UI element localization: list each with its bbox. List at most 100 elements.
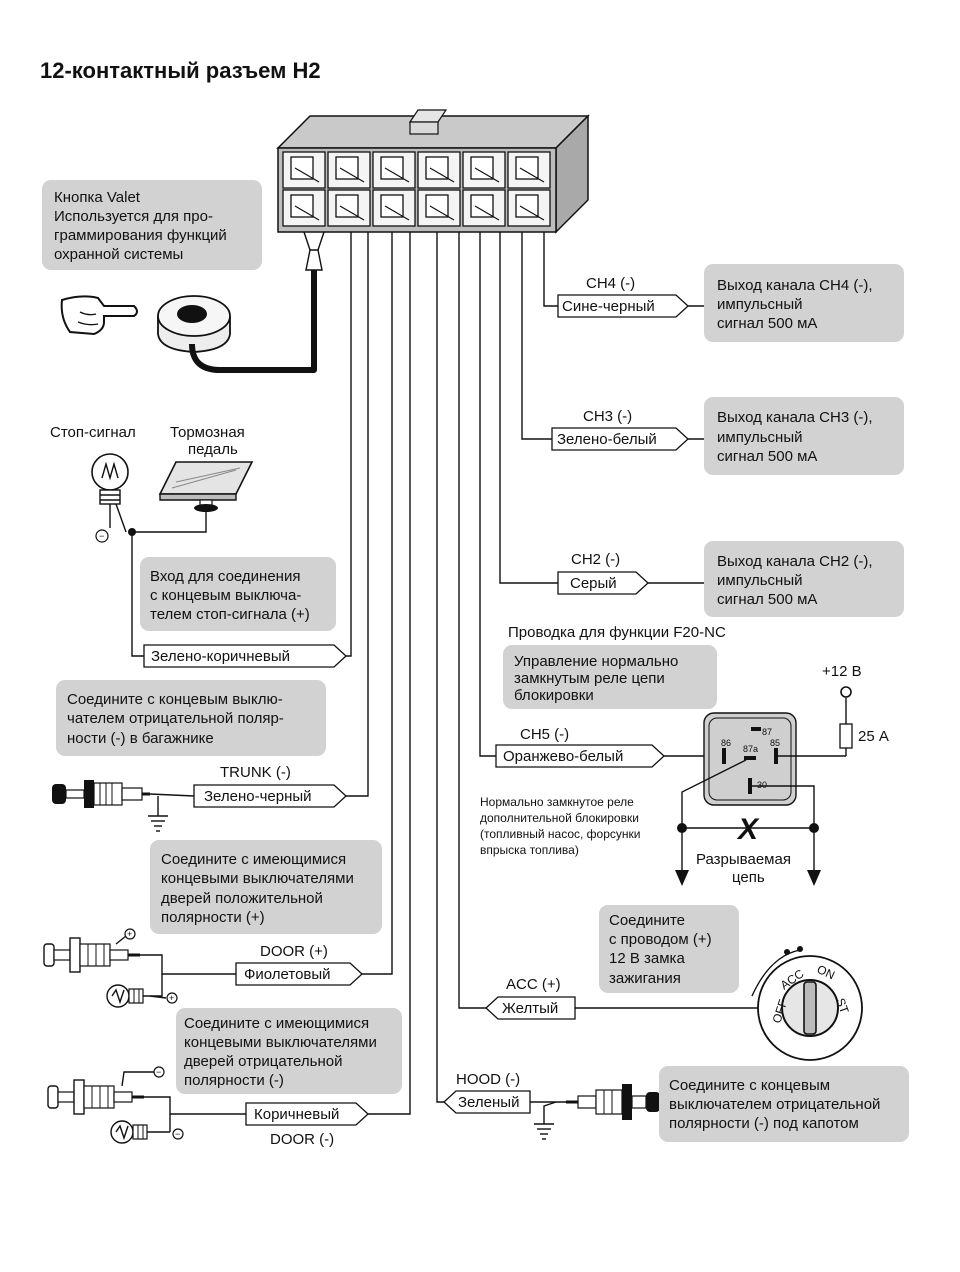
- relay-note-line: (топливный насос, форсунки: [480, 827, 640, 841]
- acc-desc-line: с проводом (+): [609, 931, 712, 948]
- door-pos-desc-line: дверей положительной: [161, 890, 323, 907]
- connector-pin-socket: [470, 194, 494, 218]
- ch2-channel-label: CH2 (-): [571, 551, 620, 568]
- f20-desc-line: Управление нормально: [514, 653, 678, 670]
- connector-pin-latch: [294, 167, 320, 183]
- door-switch-icon: +: [43, 928, 140, 973]
- relay-pin-label: 30: [757, 780, 767, 790]
- door-neg-desc-line: дверей отрицательной: [184, 1053, 342, 1070]
- fuse-icon: [839, 686, 853, 756]
- trunk-section: Соедините с концевым выклю- чателем отри…: [52, 680, 347, 832]
- valet-line: охранной системы: [54, 246, 183, 263]
- output-ch4: CH4 (-) Сине-черный Выход канала CH4 (-)…: [557, 264, 904, 342]
- connector-pin-socket: [380, 156, 404, 180]
- connector-pin-socket: [335, 156, 359, 180]
- acc-desc-line: Соедините: [609, 912, 685, 929]
- ch3-desc-line: импульсный: [717, 429, 803, 446]
- trunk-wire-label: Зелено-черный: [204, 788, 312, 805]
- connector-pin-socket: [290, 156, 314, 180]
- trunk-switch-icon: [52, 780, 195, 808]
- f20-heading: Проводка для функции F20-NC: [508, 624, 726, 641]
- trunk-desc-line: ности (-) в багажнике: [67, 730, 214, 747]
- acc-desc-line: 12 В замка: [609, 950, 685, 967]
- relay-note-line: дополнительной блокировки: [480, 811, 639, 825]
- connector-pin-latch: [474, 167, 500, 183]
- trunk-desc-line: чателем отрицательной поляр-: [67, 710, 284, 727]
- door-pos-channel-label: DOOR (+): [260, 943, 328, 960]
- minus-symbol: −: [175, 1129, 180, 1139]
- connector-pin-socket: [425, 156, 449, 180]
- door-negative-section: Соедините с имеющимися концевыми выключа…: [47, 1008, 402, 1148]
- brake-section: Стоп-сигнал Тормозная педаль − Вход для: [50, 424, 347, 668]
- hood-desc-line: полярности (-) под капотом: [669, 1115, 859, 1132]
- break-mark: X: [736, 813, 760, 846]
- acc-channel-label: ACC (+): [506, 976, 561, 993]
- door-positive-section: Соедините с имеющимися концевыми выключа…: [43, 840, 382, 1008]
- door-neg-wire-label: Коричневый: [254, 1106, 339, 1123]
- acc-desc-line: зажигания: [609, 970, 681, 987]
- door-neg-desc-line: полярности (-): [184, 1072, 284, 1089]
- connector-pin-socket: [290, 194, 314, 218]
- brake-pedal-icon: [132, 461, 254, 533]
- valet-callout: Кнопка Valet Используется для про- грамм…: [42, 180, 262, 270]
- ch4-wire-label: Сине-черный: [562, 298, 655, 315]
- relay-pin-label: 86: [721, 738, 731, 748]
- connector-pin-latch: [519, 205, 545, 221]
- ch3-desc-line: Выход канала CH3 (-),: [717, 409, 873, 426]
- plus-symbol: +: [169, 993, 174, 1003]
- pointing-hand-icon: [60, 295, 138, 336]
- ch2-desc-line: Выход канала CH2 (-),: [717, 553, 873, 570]
- ch3-wire-label: Зелено-белый: [557, 431, 657, 448]
- pedal-label: Тормозная: [170, 424, 245, 441]
- hood-desc-line: Соедините с концевым: [669, 1077, 830, 1094]
- trunk-desc-line: Соедините с концевым выклю-: [67, 691, 283, 708]
- brake-desc-line: Вход для соединения: [150, 568, 300, 585]
- connector-pin-latch: [294, 205, 320, 221]
- connector-pin-socket: [470, 156, 494, 180]
- minus-symbol: −: [156, 1067, 161, 1077]
- ch4-desc-line: Выход канала CH4 (-),: [717, 277, 873, 294]
- connector-pin-latch: [339, 167, 365, 183]
- ground-icon: [534, 1101, 557, 1140]
- connector-pin-socket: [380, 194, 404, 218]
- ignition-position-label: ON: [815, 962, 837, 982]
- hood-wire-label: Зеленый: [458, 1094, 519, 1111]
- door-pos-desc-line: концевыми выключателями: [161, 870, 354, 887]
- pedal-label: педаль: [188, 441, 238, 458]
- ch5-channel-label: CH5 (-): [520, 726, 569, 743]
- relay-icon: 87 86 87a 85 30: [703, 712, 797, 806]
- relay-note-line: Нормально замкнутое реле: [480, 795, 634, 809]
- ignition-position-label: ST: [833, 996, 852, 1016]
- brake-desc-line: с концевым выключа-: [150, 587, 301, 604]
- connector-pin-socket: [425, 194, 449, 218]
- brake-desc-line: телем стоп-сигнала (+): [150, 606, 310, 623]
- break-label: Разрываемая: [696, 851, 791, 868]
- connector-pin-latch: [429, 205, 455, 221]
- f20-desc-line: замкнутым реле цепи: [514, 670, 665, 687]
- relay-pin-label: 87a: [743, 744, 758, 754]
- connector-pin-latch: [474, 205, 500, 221]
- fuse-label: 25 А: [858, 728, 889, 745]
- hood-section: HOOD (-) Зеленый Соедините с концевым вы…: [443, 1066, 909, 1142]
- door-neg-desc-line: Соедините с имеющимися: [184, 1015, 369, 1032]
- supply-label: +12 В: [822, 663, 862, 680]
- connector-pin-latch: [339, 205, 365, 221]
- ch4-channel-label: CH4 (-): [586, 275, 635, 292]
- bulb-icon: −: [91, 453, 129, 543]
- page-title: 12-контактный разъем H2: [40, 58, 321, 83]
- plus-symbol: +: [127, 929, 132, 939]
- f20-section: Проводка для функции F20-NC Управление н…: [480, 624, 889, 886]
- f20-desc-line: блокировки: [514, 687, 594, 704]
- connector-pin-latch: [384, 205, 410, 221]
- ch5-wire-label: Оранжево-белый: [503, 748, 623, 765]
- minus-symbol: −: [99, 531, 104, 541]
- relay-note-line: впрыска топлива): [480, 843, 579, 857]
- door-pos-desc-line: Соедините с имеющимися: [161, 851, 346, 868]
- break-label: цепь: [732, 869, 765, 886]
- hood-desc-line: выключателем отрицательной: [669, 1096, 880, 1113]
- output-ch2: CH2 (-) Серый Выход канала CH2 (-), импу…: [557, 541, 904, 617]
- relay-pin-label: 85: [770, 738, 780, 748]
- connector-12-pin: [276, 109, 590, 234]
- door-pos-wire-label: Фиолетовый: [244, 966, 331, 983]
